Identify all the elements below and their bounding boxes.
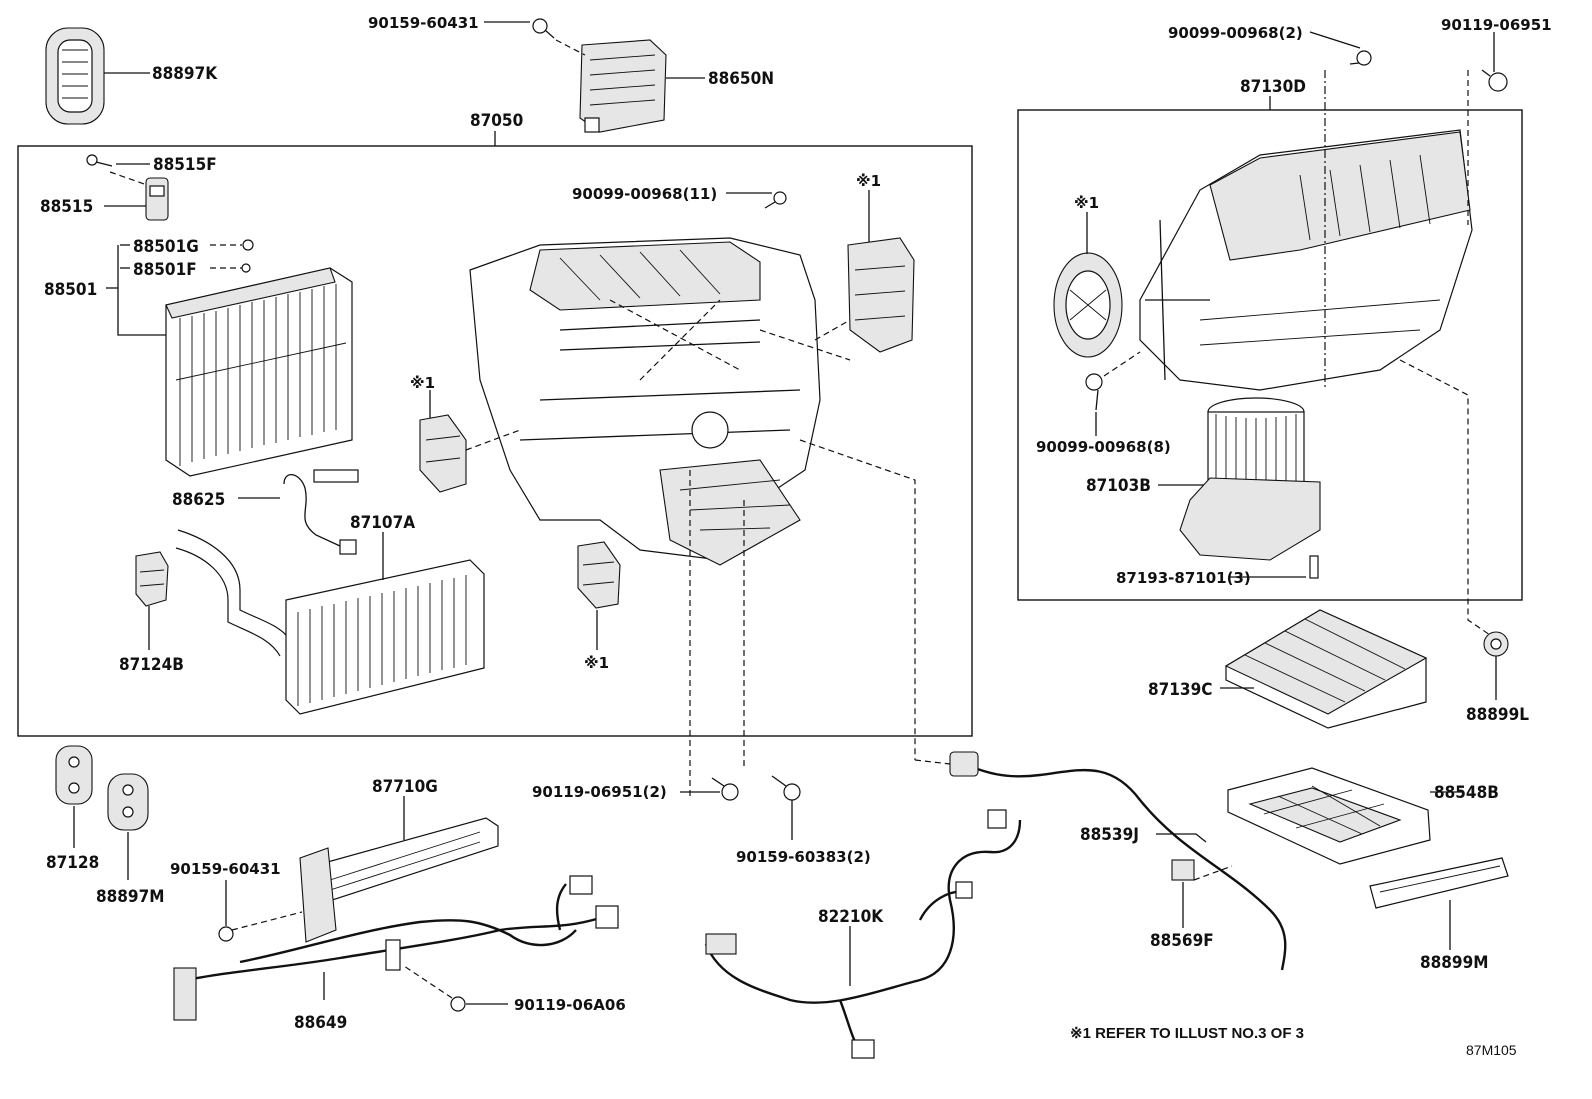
blower-case-87130D-drawing	[1139, 129, 1473, 391]
label-88515F: 88515F	[153, 155, 217, 175]
unit-assembly-frame	[17, 145, 973, 737]
screw-90099-00968-8-drawing	[1085, 373, 1103, 411]
label-ref1-left: ※1	[410, 374, 435, 392]
harness-82210K-drawing	[704, 809, 1022, 1059]
label-88548B: 88548B	[1434, 783, 1499, 803]
label-90119-06951: 90119-06951	[1441, 16, 1552, 34]
screw-90119-06951-drawing	[1481, 69, 1508, 92]
screw-90159-60431-bot-drawing	[218, 926, 234, 942]
label-88897M: 88897M	[96, 887, 164, 907]
screw-87193-87101-3-drawing	[1309, 555, 1319, 579]
seal-88899L-drawing	[1483, 631, 1509, 657]
label-90099-00968-8: 90099-00968(8)	[1036, 438, 1171, 456]
panel-88899M-drawing	[1369, 857, 1509, 909]
sensor-88625-drawing	[283, 469, 359, 555]
label-88650N: 88650N	[708, 69, 774, 89]
label-87107A: 87107A	[350, 513, 415, 533]
label-88899L: 88899L	[1466, 705, 1529, 725]
clamp-87124B-drawing	[135, 551, 169, 607]
screw-90159-60383-2-drawing	[771, 775, 801, 801]
actuator-ref1-bottom-drawing	[577, 541, 621, 609]
label-90119-06951-2: 90119-06951(2)	[532, 783, 667, 801]
label-87710G: 87710G	[372, 777, 438, 797]
seal-88897K-drawing	[45, 27, 105, 125]
label-87050: 87050	[470, 111, 523, 131]
label-87103B: 87103B	[1086, 476, 1151, 496]
label-90099-00968-2: 90099-00968(2)	[1168, 24, 1303, 42]
evaporator-88501-drawing	[165, 267, 353, 477]
label-88897K: 88897K	[152, 64, 218, 84]
screw-90119-06951-2-drawing	[711, 777, 739, 801]
heater-core-87107A-drawing	[175, 529, 485, 715]
label-88501F: 88501F	[133, 260, 197, 280]
case-88548B-drawing	[1227, 767, 1431, 865]
screw-90099-00968-11-drawing	[764, 191, 787, 209]
label-90099-00968-11: 90099-00968(11)	[572, 185, 717, 203]
label-87193-87101-3: 87193-87101(3)	[1116, 569, 1251, 587]
label-88501G: 88501G	[133, 237, 199, 257]
label-82210K: 82210K	[818, 907, 884, 927]
blower-motor-87103B-drawing	[1179, 397, 1321, 561]
hose-88539J-drawing	[949, 751, 1287, 971]
label-88625: 88625	[172, 490, 225, 510]
actuator-ref1-top-drawing	[847, 237, 915, 353]
label-ref1-top: ※1	[856, 172, 881, 190]
actuator-ref1-left-drawing	[419, 414, 467, 493]
label-88569F: 88569F	[1150, 931, 1214, 951]
reference-note: ※1 REFER TO ILLUST NO.3 OF 3	[1070, 1025, 1304, 1042]
illustration-code: 87M105	[1466, 1042, 1517, 1058]
label-90119-06A06: 90119-06A06	[514, 996, 626, 1014]
screw-90159-60431-top-drawing	[532, 18, 555, 39]
label-87124B: 87124B	[119, 655, 184, 675]
actuator-ref1-blower-drawing	[1053, 252, 1123, 358]
label-90159-60431-top: 90159-60431	[368, 14, 479, 32]
label-87130D: 87130D	[1240, 77, 1306, 97]
screw-90099-00968-2-drawing	[1349, 50, 1372, 66]
label-90159-60383-2: 90159-60383(2)	[736, 848, 871, 866]
filter-87139C-drawing	[1224, 609, 1428, 729]
label-88539J: 88539J	[1080, 825, 1139, 845]
valve-88515-drawing	[145, 177, 169, 221]
label-ref1-blower: ※1	[1074, 194, 1099, 212]
label-88515: 88515	[40, 197, 93, 217]
screw-88515F-drawing	[86, 154, 113, 167]
harness-88649-drawing	[173, 875, 619, 1021]
label-ref1-bottom: ※1	[584, 654, 609, 672]
label-90159-60431-bot: 90159-60431	[170, 860, 281, 878]
grommet-88897M-drawing	[107, 773, 149, 831]
label-87128: 87128	[46, 853, 99, 873]
label-88899M: 88899M	[1420, 953, 1488, 973]
screw-90119-06A06-drawing	[450, 996, 466, 1012]
module-88650N-drawing	[579, 39, 667, 133]
label-88501: 88501	[44, 280, 97, 300]
grommet-87128-drawing	[55, 745, 93, 805]
heater-87710G-drawing	[299, 817, 499, 943]
hvac-unit-87050-drawing	[469, 237, 821, 566]
label-88649: 88649	[294, 1013, 347, 1033]
clip-88569F-drawing	[1171, 859, 1195, 881]
label-87139C: 87139C	[1148, 680, 1212, 700]
